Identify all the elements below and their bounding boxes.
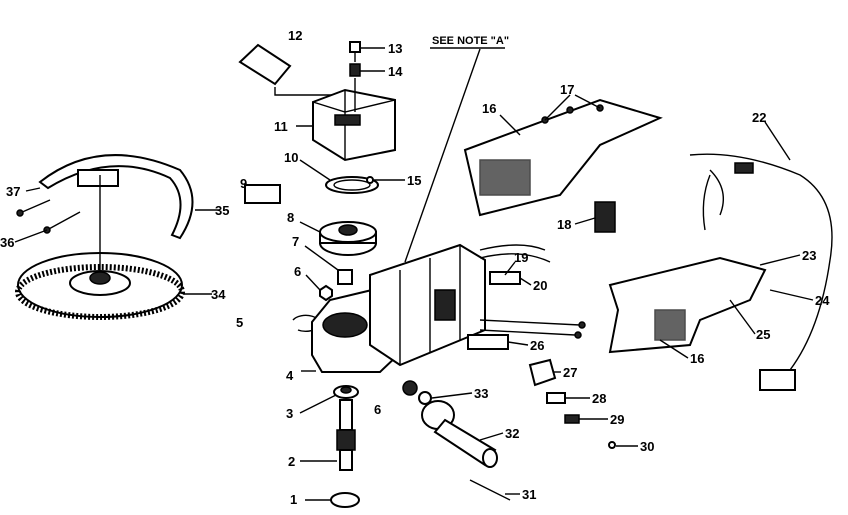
- label-19: 19: [514, 250, 528, 265]
- label-15: 15: [407, 173, 421, 188]
- leader-lines: [14, 47, 814, 501]
- see-note-a: SEE NOTE "A": [432, 35, 509, 47]
- part-11-cover: [312, 88, 396, 162]
- part-1-washer: [330, 492, 360, 508]
- label-35: 35: [215, 203, 229, 218]
- part-28-brush: [546, 392, 566, 404]
- label-26: 26: [530, 338, 544, 353]
- label-36: 36: [0, 235, 14, 250]
- label-1: 1: [290, 492, 297, 507]
- label-11: 11: [274, 119, 288, 134]
- part-6-nut: [319, 284, 333, 302]
- label-34: 34: [211, 287, 226, 302]
- label-27: 27: [563, 365, 577, 380]
- label-18: 18: [557, 217, 571, 232]
- label-14: 14: [388, 64, 403, 79]
- label-10: 10: [284, 150, 298, 165]
- part-8-bearing-plate: [319, 221, 377, 256]
- label-2: 2: [288, 454, 295, 469]
- label-29: 29: [610, 412, 624, 427]
- label-6: 6: [294, 264, 301, 279]
- label-23: 23: [802, 248, 816, 263]
- label-5: 5: [236, 315, 243, 330]
- part-33-bearing: [418, 391, 432, 405]
- part-12-label: [238, 43, 342, 96]
- label-6-lower: 6: [374, 402, 381, 417]
- label-32: 32: [505, 426, 519, 441]
- part-22-power-cord: [689, 153, 833, 391]
- label-8: 8: [287, 210, 294, 225]
- part-13-14-screw-spring: [349, 41, 361, 112]
- part-27-brush-holder: [528, 358, 557, 387]
- label-25: 25: [756, 327, 770, 342]
- label-9: 9: [240, 176, 247, 191]
- part-2-spindle: [336, 399, 356, 471]
- part-number-labels: 1 2 3 4 5 6 6 7 8 9 10 11 12 13 14 15 16…: [0, 28, 830, 507]
- part-35-wheel-guard: [16, 154, 194, 270]
- part-16-handle-half-upper: [463, 98, 663, 217]
- note-leader: [404, 48, 481, 263]
- label-16: 16: [482, 101, 496, 116]
- label-37: 37: [6, 184, 20, 199]
- part-3-spindle-nut: [333, 385, 359, 399]
- part-9-nameplate: [244, 184, 281, 204]
- part-7-bearing: [337, 269, 353, 285]
- part-18-switch: [594, 201, 616, 233]
- label-22: 22: [752, 110, 766, 125]
- part-30-cap: [608, 441, 616, 449]
- label-13: 13: [388, 41, 402, 56]
- label-12: 12: [288, 28, 302, 43]
- part-20-label: [489, 271, 521, 285]
- part-29-spring: [564, 414, 580, 424]
- label-33: 33: [474, 386, 488, 401]
- label-31: 31: [522, 487, 536, 502]
- part-6-bearing-lower: [402, 380, 418, 396]
- part-16-handle-half-lower: [608, 256, 767, 354]
- motor-housing-assembly: [311, 243, 586, 373]
- part-32-side-handle: [421, 400, 498, 468]
- label-28: 28: [592, 391, 606, 406]
- label-17: 17: [560, 82, 574, 97]
- label-24: 24: [815, 293, 830, 308]
- label-16-lower: 16: [690, 351, 704, 366]
- label-30: 30: [640, 439, 654, 454]
- part-31-bolt: [469, 479, 511, 501]
- label-4: 4: [286, 368, 294, 383]
- part-10-15-gasket: [325, 176, 379, 194]
- part-26-label: [467, 334, 509, 350]
- label-3: 3: [286, 406, 293, 421]
- label-7: 7: [292, 234, 299, 249]
- label-20: 20: [533, 278, 547, 293]
